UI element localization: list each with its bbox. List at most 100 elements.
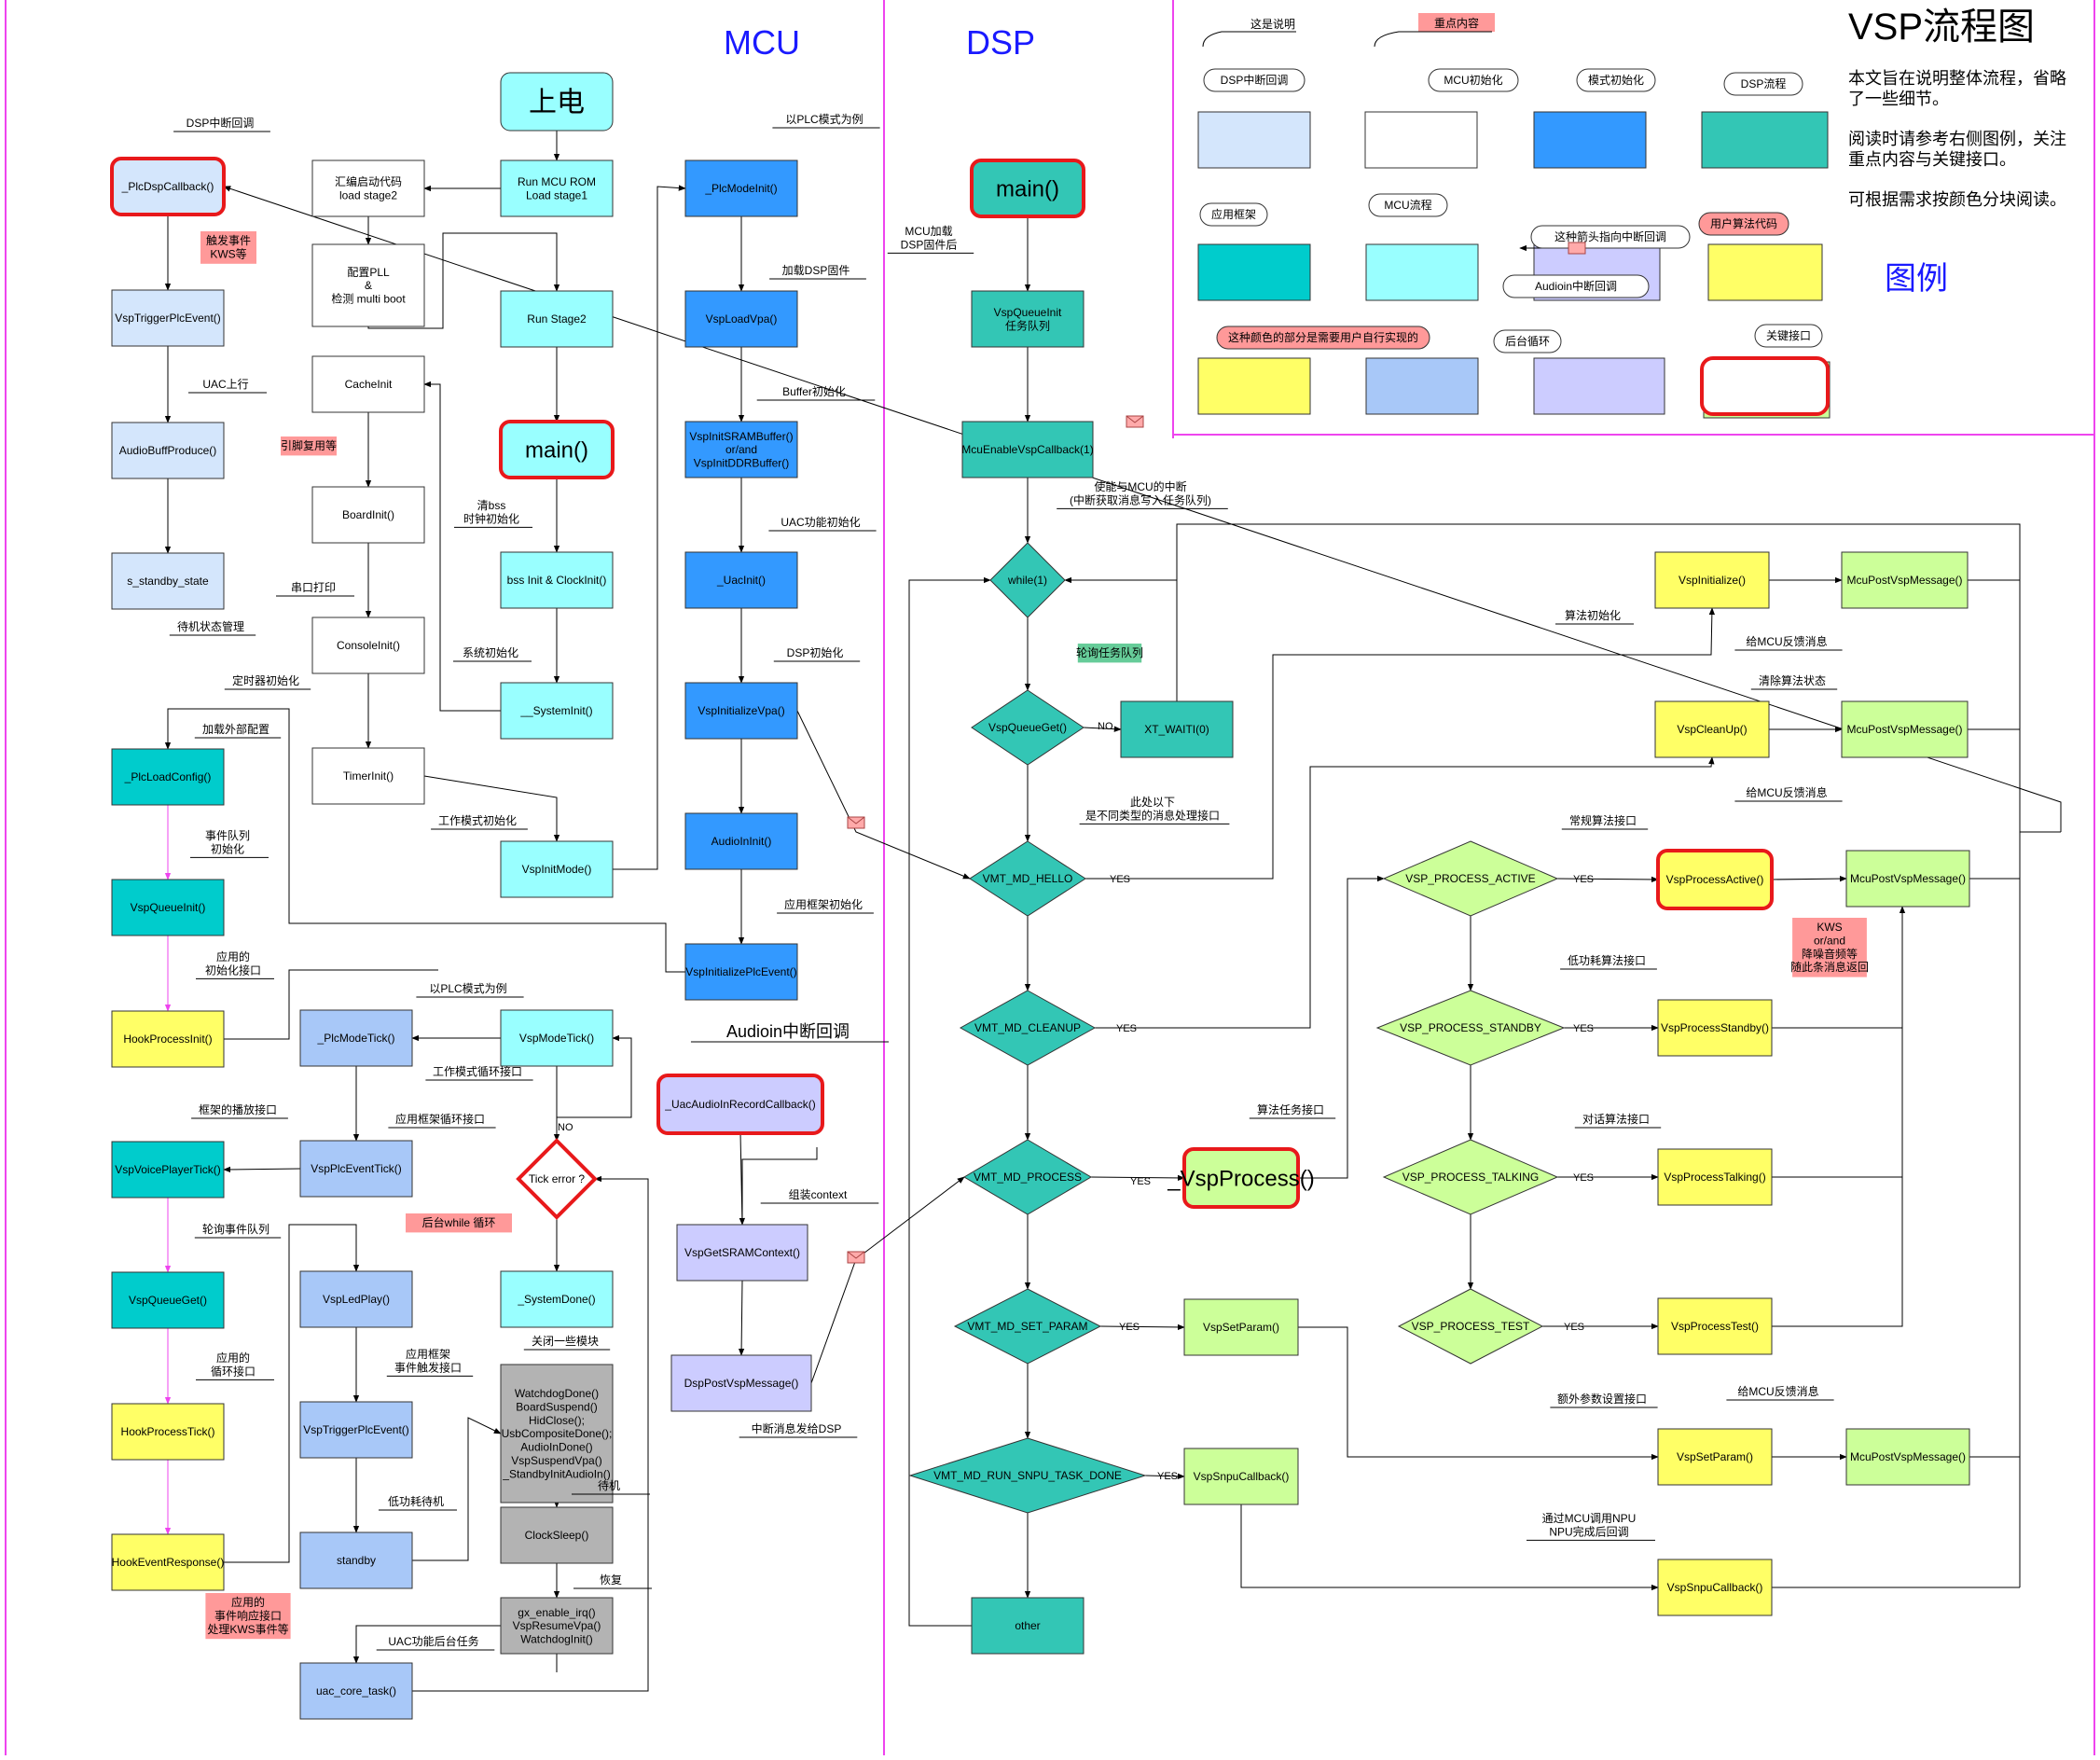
node-loadvpa[interactable]: VspLoadVpa() <box>684 290 798 348</box>
node-uaccore[interactable]: uac_core_task() <box>299 1662 413 1720</box>
node-uacinit[interactable]: _UacInit() <box>684 551 798 609</box>
edge-arrow <box>810 1176 965 1384</box>
node-setparam_fn[interactable]: VspSetParam() <box>1183 1298 1299 1356</box>
node-setparam_y[interactable]: VspSetParam() <box>1657 1428 1773 1486</box>
node-pstandby[interactable]: VSP_PROCESS_STANDBY <box>1375 990 1566 1066</box>
edge-label: YES <box>1573 874 1594 885</box>
node-plceventtick[interactable]: VspPlcEventTick() <box>299 1140 413 1198</box>
node-standby[interactable]: standby <box>299 1531 413 1589</box>
node-shape <box>670 1354 812 1412</box>
node-xtwait[interactable]: XT_WAITI(0) <box>1120 700 1234 758</box>
node-consoleinit[interactable]: ConsoleInit() <box>311 617 425 674</box>
node-procstandby[interactable]: VspProcessStandby() <box>1657 999 1773 1057</box>
node-label: AudioInInit() <box>712 835 772 848</box>
node-vspcleanup[interactable]: VspCleanUp() <box>1654 700 1770 758</box>
node-plcmodetick[interactable]: _PlcModeTick() <box>299 1009 413 1067</box>
node-process[interactable]: VMT_MD_PROCESS <box>963 1139 1092 1215</box>
node-vspinit[interactable]: VspInitialize() <box>1654 551 1770 609</box>
node-tickerr[interactable]: Tick error ? <box>516 1138 598 1220</box>
note-n_workloop: 工作模式循环接口 <box>425 1064 533 1081</box>
node-audioininit[interactable]: AudioInInit() <box>684 812 798 870</box>
node-other[interactable]: other <box>971 1597 1085 1655</box>
node-ledplay[interactable]: VspLedPlay() <box>299 1270 413 1328</box>
node-resume[interactable]: gx_enable_irq()VspResumeVpa()WatchdogIni… <box>500 1597 614 1655</box>
node-label: VspQueueGet() <box>129 1294 207 1307</box>
node-post1[interactable]: McuPostVspMessage() <box>1841 551 1969 609</box>
node-snpucb[interactable]: VspSnpuCallback() <box>1183 1448 1299 1505</box>
node-clocksleep[interactable]: ClockSleep() <box>500 1506 614 1564</box>
node-shape <box>1657 1428 1773 1486</box>
node-queueget_dsp[interactable]: VspQueueGet() <box>971 689 1085 766</box>
node-setparam[interactable]: VMT_MD_SET_PARAM <box>953 1288 1102 1365</box>
node-vspqueueinit_app[interactable]: VspQueueInit() <box>111 879 225 936</box>
node-systeminit[interactable]: __SystemInit() <box>500 682 614 740</box>
node-boardinit[interactable]: BoardInit() <box>311 486 425 544</box>
node-while[interactable]: while(1) <box>989 542 1066 618</box>
node-modetick[interactable]: VspModeTick() <box>500 1009 614 1067</box>
node-post4[interactable]: McuPostVspMessage() <box>1845 1428 1970 1486</box>
message-envelope-icon <box>1568 242 1586 255</box>
node-label: VspSetParam() <box>1677 1450 1753 1463</box>
node-label: _PlcModeInit() <box>704 182 777 195</box>
node-procactive[interactable]: VspProcessActive() <box>1656 849 1774 910</box>
node-runstage2[interactable]: Run Stage2 <box>500 290 614 348</box>
node-hookinit[interactable]: HookProcessInit() <box>111 1010 225 1068</box>
node-dsppost[interactable]: DspPostVspMessage() <box>670 1354 812 1412</box>
note-text: 应用的循环接口 <box>211 1351 256 1378</box>
node-label: uac_core_task() <box>316 1684 396 1698</box>
node-initvpa[interactable]: VspInitializeVpa() <box>684 682 798 740</box>
legend-item: DSP中断回调 <box>1197 68 1311 169</box>
node-plcdsp[interactable]: _PlcDspCallback() <box>110 157 226 216</box>
node-uacrec[interactable]: _UacAudioInRecordCallback() <box>656 1074 824 1135</box>
node-audiobuff[interactable]: AudioBuffProduce() <box>111 422 225 479</box>
node-pll[interactable]: 配置PLL&检测 multi boot <box>311 243 425 327</box>
node-ptalking[interactable]: VSP_PROCESS_TALKING <box>1382 1139 1559 1215</box>
node-label: VspInitialize() <box>1679 574 1746 587</box>
node-poweron[interactable]: 上电 <box>500 72 614 132</box>
node-standbystate[interactable]: s_standby_state <box>111 552 225 610</box>
node-cacheinit[interactable]: CacheInit <box>311 355 425 413</box>
node-getsram[interactable]: VspGetSRAMContext() <box>676 1224 808 1282</box>
node-mcuenable[interactable]: McuEnableVspCallback(1) <box>961 421 1094 478</box>
node-plcloadcfg[interactable]: _PlcLoadConfig() <box>111 748 225 806</box>
node-shape <box>1657 999 1773 1057</box>
node-label: ClockSleep() <box>525 1529 589 1542</box>
legend-item: 这种颜色的部分是需要用户自行实现的 <box>1197 326 1430 415</box>
node-snpucb_y[interactable]: VspSnpuCallback() <box>1657 1559 1773 1616</box>
node-shape <box>500 1009 614 1067</box>
node-pactive[interactable]: VSP_PROCESS_ACTIVE <box>1382 840 1559 917</box>
node-triggerplc2[interactable]: VspTriggerPlcEvent() <box>299 1401 413 1459</box>
node-cleanup[interactable]: VMT_MD_CLEANUP <box>959 990 1097 1066</box>
node-systemdone[interactable]: _SystemDone() <box>500 1270 614 1328</box>
node-initmode[interactable]: VspInitMode() <box>500 840 614 898</box>
node-timerinit[interactable]: TimerInit() <box>311 747 425 805</box>
node-initplcevent[interactable]: VspInitializePlcEvent() <box>684 943 798 1001</box>
node-bssinit[interactable]: bss Init & ClockInit() <box>500 551 614 609</box>
node-post2[interactable]: McuPostVspMessage() <box>1841 700 1969 758</box>
node-hookevent[interactable]: HookEventResponse() <box>111 1533 225 1591</box>
node-mainmcu[interactable]: main() <box>499 420 615 479</box>
node-proctest[interactable]: VspProcessTest() <box>1657 1297 1773 1355</box>
node-vspprocess[interactable]: _VspProcess() <box>1167 1147 1315 1209</box>
node-hooktick[interactable]: HookProcessTick() <box>111 1403 225 1461</box>
note-n_uart: 串口打印 <box>276 581 354 597</box>
node-voiceplayer[interactable]: VspVoicePlayerTick() <box>111 1141 225 1199</box>
node-ptest[interactable]: VSP_PROCESS_TEST <box>1397 1288 1544 1365</box>
node-shutdown[interactable]: WatchdogDone()BoardSuspend()HidClose();U… <box>500 1364 614 1504</box>
edge-label: NO <box>558 1122 573 1133</box>
node-hello[interactable]: VMT_MD_HELLO <box>969 840 1086 917</box>
node-snpu[interactable]: VMT_MD_RUN_SNPU_TASK_DONE <box>908 1437 1147 1514</box>
node-proctalking[interactable]: VspProcessTalking() <box>1657 1148 1773 1206</box>
note-n_lowalg: 低功耗算法接口 <box>1560 953 1657 970</box>
node-trigger[interactable]: VspTriggerPlcEvent() <box>111 289 225 347</box>
note-n_lowpow: 低功耗待机 <box>379 1495 457 1511</box>
node-maindsp[interactable]: main() <box>970 159 1085 218</box>
node-post3[interactable]: McuPostVspMessage() <box>1845 850 1970 908</box>
node-plcmodeinit[interactable]: _PlcModeInit() <box>684 159 798 217</box>
note-text: 低功耗算法接口 <box>1568 953 1646 967</box>
node-queueget_app[interactable]: VspQueueGet() <box>111 1271 225 1329</box>
